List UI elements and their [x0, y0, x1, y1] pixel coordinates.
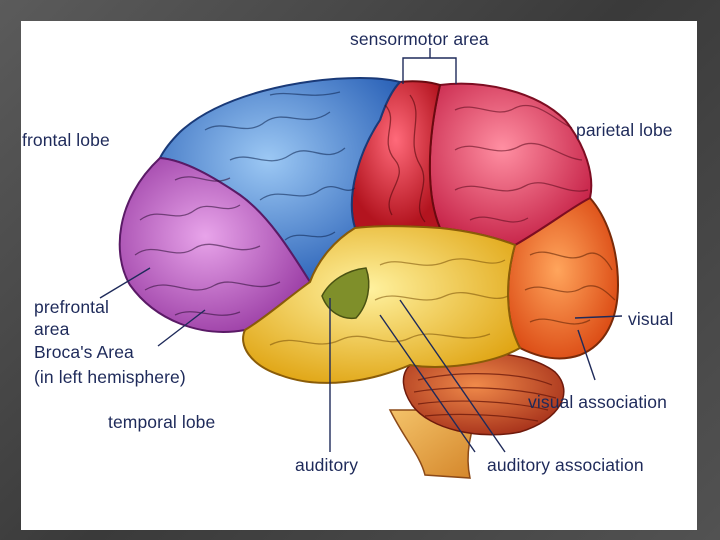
frontal-lobe-label: frontal lobe: [22, 130, 110, 150]
sensormotor-area-label: sensormotor area: [350, 29, 489, 49]
leader-lines: [99, 48, 623, 453]
visual-leader: [574, 315, 623, 319]
sensormotor-bracket: [402, 57, 457, 84]
prefrontal-leader: [99, 267, 151, 299]
auditory-association-leader-2: [379, 314, 476, 453]
broca-note-label: (in left hemisphere): [34, 367, 186, 387]
auditory-association-leader-1: [399, 299, 506, 453]
broca-leader: [157, 309, 206, 347]
parietal-lobe-label: parietal lobe: [576, 120, 673, 140]
temporal-lobe-label: temporal lobe: [108, 412, 216, 432]
auditory-region: [321, 267, 370, 320]
visual-association-label: visual association: [528, 392, 667, 412]
visual-association-leader: [577, 329, 596, 381]
visual-label: visual: [628, 309, 674, 329]
prefrontal-label: prefrontal: [34, 297, 109, 317]
prefrontal-area-label: area: [34, 319, 70, 339]
auditory-association-label: auditory association: [487, 455, 644, 475]
auditory-label: auditory: [295, 455, 359, 475]
broca-area-label: Broca's Area: [34, 342, 134, 362]
gyri-texture: [134, 91, 616, 346]
